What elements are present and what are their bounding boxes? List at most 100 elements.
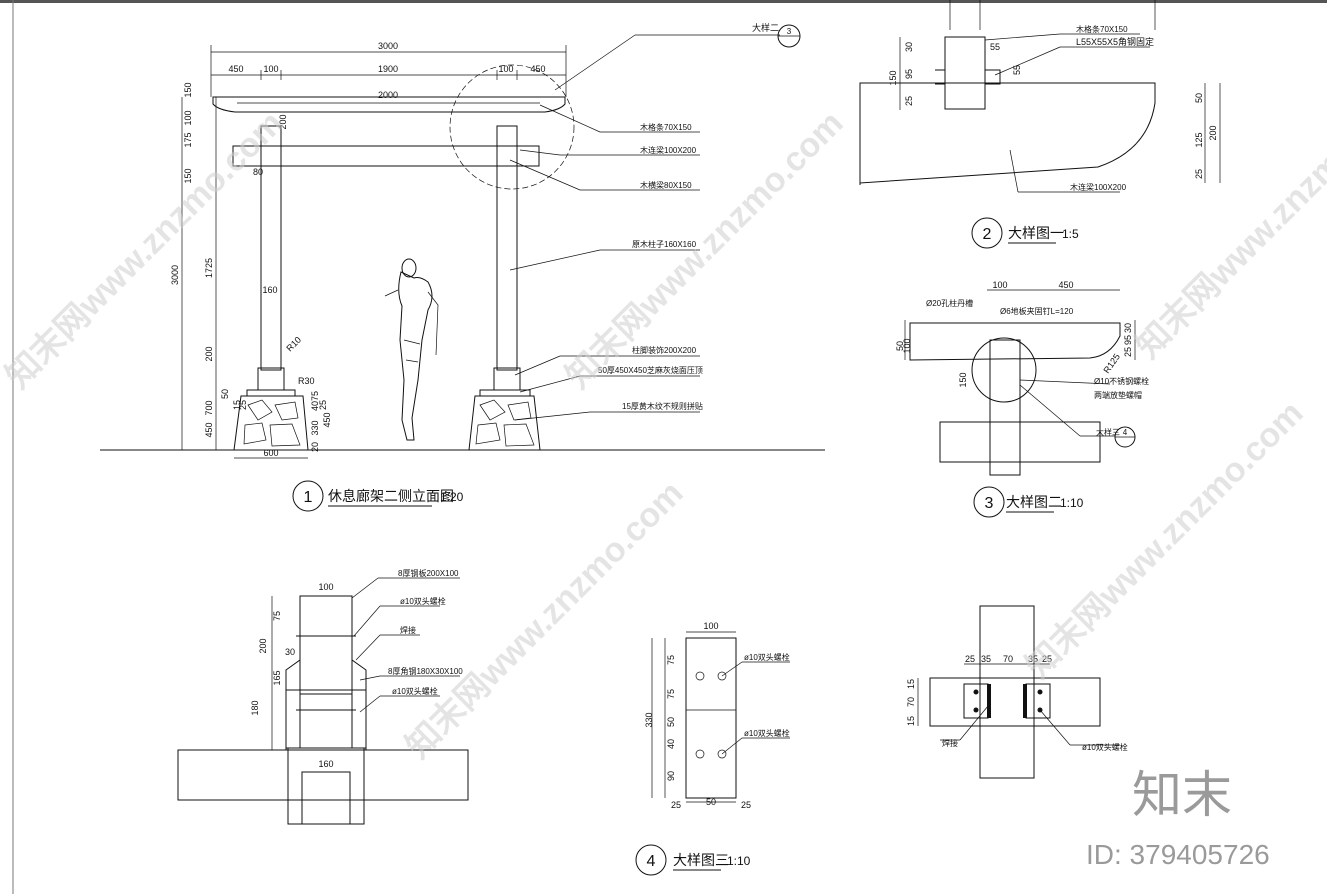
- dim-450-left: 450: [228, 64, 243, 74]
- drawing4-number: 4: [647, 853, 656, 870]
- d2-dim-200: 200: [1208, 125, 1218, 140]
- d4m-dim-75b: 75: [666, 689, 676, 699]
- dim-r30: R30: [298, 376, 315, 386]
- right-post: [496, 125, 518, 371]
- d4r-dim-70: 70: [1003, 654, 1013, 664]
- d4l-callout-plate: 8厚钢板200X100: [398, 568, 459, 578]
- dim-40: 40: [310, 401, 320, 411]
- d4m-dim-50: 50: [666, 717, 676, 727]
- d2-dim-25: 25: [904, 96, 914, 106]
- dim-left-1725: 1725: [204, 258, 214, 278]
- d3-dim-100b: 100: [902, 338, 912, 353]
- callout-cross-beam: 木横梁80X150: [640, 180, 692, 190]
- callout-stone-veneer: 15厚黄木纹不规则拼贴: [622, 401, 703, 411]
- d4r-dim-25a: 25: [965, 654, 975, 664]
- drawing2-title: 大样图一: [1008, 225, 1064, 241]
- d4m-dim-100: 100: [703, 621, 718, 631]
- d4m-dim-40: 40: [666, 739, 676, 749]
- dim-200-post: 200: [278, 114, 288, 129]
- d3-callout-bolt: Ø10不锈钢螺栓: [1094, 376, 1149, 386]
- watermark-1: 知末网www.znzmo.com: [0, 104, 291, 396]
- dim-600: 600: [263, 448, 278, 458]
- dim-left-3000: 3000: [170, 265, 180, 285]
- d2-dim-150: 150: [888, 70, 898, 85]
- drawing1-number-circle: [292, 480, 324, 512]
- dim-left-150b: 150: [183, 168, 193, 183]
- d2-dim-30: 30: [904, 42, 914, 52]
- callout-post-base: 柱脚装饰200X200: [632, 345, 697, 355]
- post-plan: [979, 605, 1035, 779]
- watermark-4: 知末网www.znzmo.com: [1019, 394, 1311, 686]
- left-post-base: [257, 367, 285, 391]
- drawing1-title: 休息廊架二侧立面图: [328, 488, 454, 504]
- dim-100-right: 100: [498, 64, 513, 74]
- dim-75: 75: [310, 391, 320, 401]
- d4r-callout-bolt: ø10双头螺栓: [1082, 742, 1128, 752]
- dim-100-left: 100: [263, 64, 278, 74]
- post-section: [989, 339, 1021, 476]
- d2-dim-50: 50: [1194, 93, 1204, 103]
- drawing1-number: 1: [304, 489, 313, 506]
- d4l-dim-165: 165: [272, 670, 282, 685]
- d4m-dim-90: 90: [666, 771, 676, 781]
- watermark-5: 知末网www.znzmo.com: [1129, 74, 1327, 366]
- d2-callout-beam: 木连梁100X200: [1070, 182, 1127, 192]
- beam-section: [859, 82, 1156, 184]
- d4r-dim-35a: 35: [981, 654, 991, 664]
- dim-3000: 3000: [378, 41, 398, 51]
- right-post-base: [493, 367, 521, 391]
- d3-callout-hole: Ø20孔柱丹槽: [926, 298, 973, 308]
- d2-dim-125: 125: [1194, 132, 1204, 147]
- drawing3-number: 3: [985, 495, 994, 512]
- d3-detail-ref-num: 4: [1123, 428, 1128, 437]
- detail-2-drawing: 100 450 100 50 150 25 95 30 R125 Ø20孔柱丹槽…: [895, 280, 1149, 518]
- d3-callout-nail: Ø6地板夹固钉L=120: [1000, 306, 1074, 316]
- d4l-dim-100: 100: [318, 582, 333, 592]
- dim-left-150: 150: [183, 82, 193, 97]
- dim-450b: 450: [322, 412, 332, 427]
- detail-ref-label: 大样二: [752, 22, 779, 33]
- dim-left-200: 200: [204, 346, 214, 361]
- dim-80: 80: [253, 167, 263, 177]
- dim-left-175: 175: [183, 132, 193, 147]
- brand-id: ID: 379405726: [1086, 839, 1270, 870]
- callout-cap-stone: 50厚450X450芝麻灰烧面压顶: [598, 365, 703, 375]
- d4l-dim-30: 30: [285, 647, 295, 657]
- d4l-callout-weld: 焊接: [400, 625, 416, 635]
- d3-dim-30: 30: [1123, 323, 1133, 333]
- dim-330: 330: [310, 420, 320, 435]
- dim-left-50: 50: [220, 389, 230, 399]
- callout-connecting-beam: 木连梁100X200: [640, 145, 697, 155]
- dim-left-450: 450: [204, 422, 214, 437]
- steel-plate: [685, 637, 737, 799]
- d4r-dim-70b: 70: [906, 697, 916, 707]
- dim-450-right: 450: [530, 64, 545, 74]
- d4l-dim-200: 200: [258, 638, 268, 653]
- detail-ref-num: 3: [787, 27, 792, 36]
- dim-15: 15: [232, 400, 242, 410]
- detail-3-plan: 25 35 70 35 25 15 70 15 焊接 ø10双头螺栓: [906, 605, 1128, 779]
- drawing2-number: 2: [983, 226, 992, 243]
- d3-detail-ref-label: 大样三: [1096, 427, 1120, 437]
- drawing4-scale: 1:10: [727, 854, 751, 868]
- d2-callout-angle: L55X55X5角钢固定: [1076, 36, 1154, 47]
- connecting-beam: [232, 145, 540, 167]
- drawing4-number-circle: [635, 844, 667, 876]
- d3-dim-150: 150: [958, 372, 968, 387]
- dim-left-700: 700: [204, 400, 214, 415]
- d4m-callout-bolt2: ø10双头螺栓: [744, 728, 790, 738]
- left-post: [260, 125, 282, 371]
- drawing3-scale: 1:10: [1060, 496, 1084, 510]
- detail-3-section: 100 75 200 30 165 180 160 8厚钢板200X100 ø1…: [177, 568, 469, 825]
- d4m-dim-25a: 25: [671, 800, 681, 810]
- brand-mark: 知末: [1132, 767, 1232, 823]
- d3-dim-450: 450: [1058, 280, 1073, 290]
- drawing4-title: 大样图三: [673, 852, 729, 868]
- d2-dim-55a: 55: [990, 42, 1000, 52]
- dim-25: 25: [238, 400, 248, 410]
- beam-profile: [909, 322, 1121, 361]
- d4r-dim-15a: 15: [906, 679, 916, 689]
- d4m-dim-25b: 25: [741, 800, 751, 810]
- drawing2-scale: 1:5: [1062, 227, 1079, 241]
